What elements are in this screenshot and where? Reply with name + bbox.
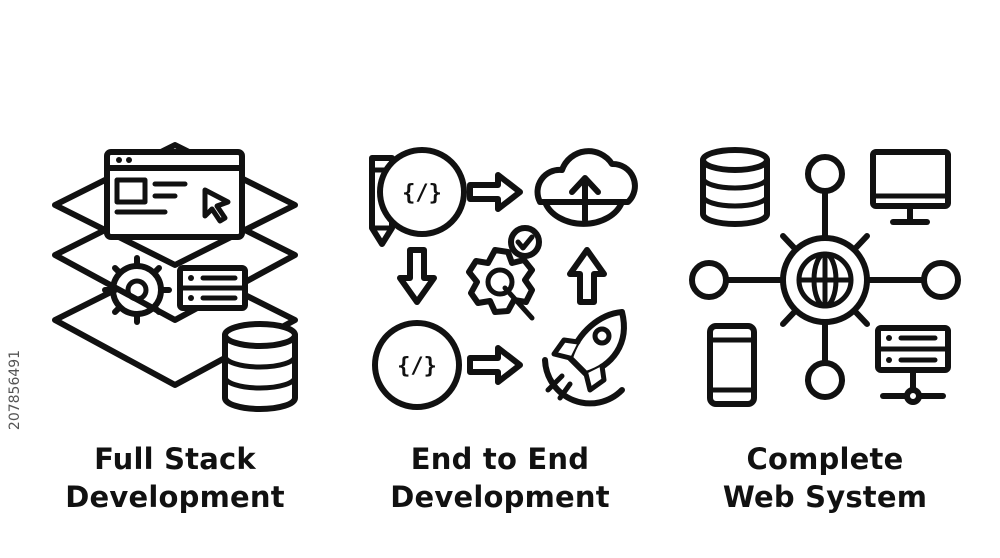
svg-text:{/}: {/} xyxy=(402,181,442,206)
node-icon xyxy=(921,260,961,300)
gear-icon xyxy=(102,255,172,325)
network-hub-icon xyxy=(689,147,961,407)
cursor-arrow-icon xyxy=(202,187,231,224)
database-icon xyxy=(700,147,770,227)
panel-full-stack: Full Stack Development xyxy=(25,0,325,558)
svg-text:{/}: {/} xyxy=(397,354,437,379)
caption-end-to-end: End to End Development xyxy=(390,442,610,514)
cloud-upload-icon xyxy=(534,148,638,227)
node-icon xyxy=(805,154,845,194)
gear-wrench-icon xyxy=(466,225,542,321)
server-rack-icon xyxy=(177,265,248,311)
rocket-icon xyxy=(542,309,627,407)
arrow-right-icon xyxy=(467,345,523,385)
caption-web-system: Complete Web System xyxy=(722,442,928,514)
arrow-down-icon xyxy=(397,247,437,305)
layered-stack-icon xyxy=(52,142,298,412)
server-icon xyxy=(875,325,951,405)
smartphone-icon xyxy=(707,323,757,407)
panel-end-to-end: {/} {/} xyxy=(350,0,650,558)
node-icon xyxy=(689,260,729,300)
node-icon xyxy=(805,360,845,400)
arrow-up-icon xyxy=(567,247,607,305)
database-icon xyxy=(222,321,298,412)
monitor-icon xyxy=(870,149,951,225)
globe-icon xyxy=(780,235,870,325)
code-icon: {/} xyxy=(377,147,467,237)
caption-full-stack: Full Stack Development xyxy=(65,442,285,514)
panel-web-system: Complete Web System xyxy=(675,0,975,558)
browser-window-icon xyxy=(104,149,245,240)
arrow-right-icon xyxy=(467,172,523,212)
code-icon: {/} xyxy=(372,320,462,410)
workflow-cycle-icon: {/} {/} xyxy=(369,147,638,410)
stock-id-watermark: 207856491 xyxy=(7,349,24,431)
